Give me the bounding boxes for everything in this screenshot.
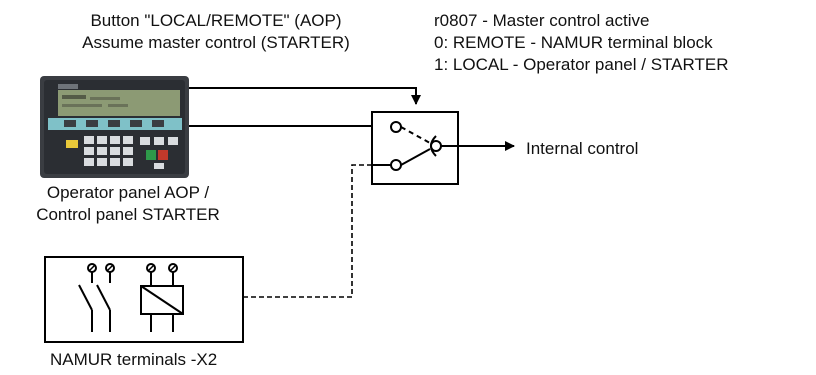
panel-key-start xyxy=(146,150,156,160)
changeover-switch-symbol xyxy=(372,112,458,184)
panel-key-local-remote xyxy=(66,140,78,148)
panel-screen xyxy=(58,90,180,116)
namur-terminal-block xyxy=(45,257,243,342)
operator-panel-aop-image xyxy=(40,76,189,178)
panel-key-stop xyxy=(158,150,168,160)
remote-dashed-line xyxy=(243,165,373,297)
local-remote-command-line xyxy=(189,88,416,104)
